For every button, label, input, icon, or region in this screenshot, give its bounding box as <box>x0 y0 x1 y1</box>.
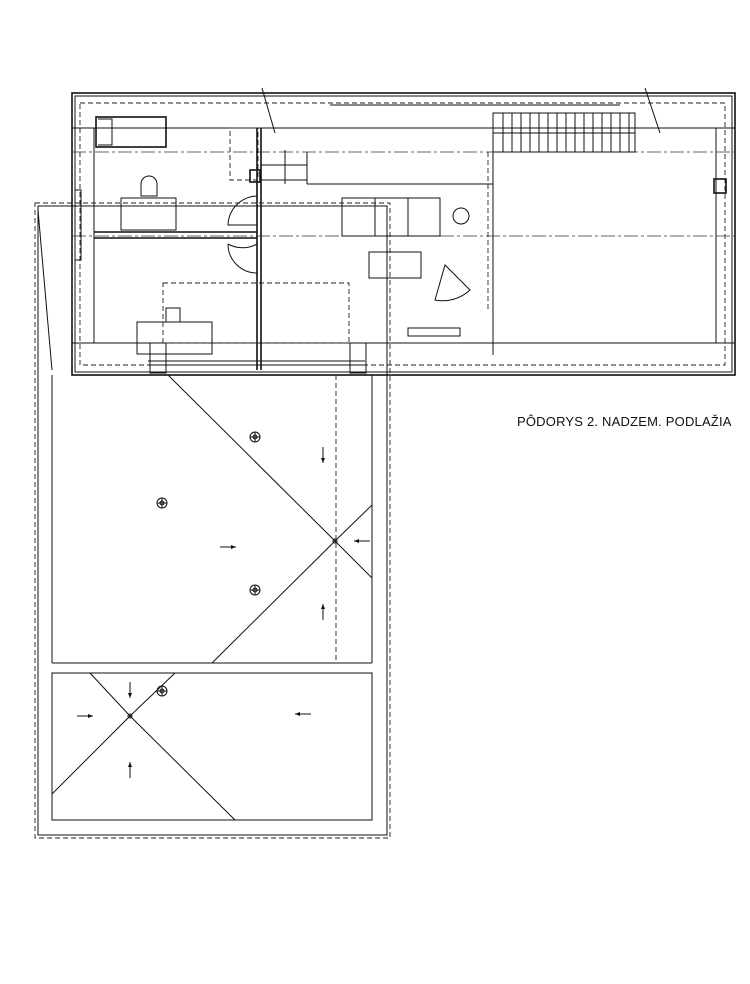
drawing-title: PÔDORYS 2. NADZEM. PODLAŽIA <box>517 414 732 429</box>
slope-arrow-icon <box>77 714 93 718</box>
drain-icon <box>156 685 168 697</box>
staircase <box>492 112 636 153</box>
interior-walls <box>74 128 727 374</box>
bench <box>407 327 461 337</box>
furniture <box>95 116 471 355</box>
roof-terrace <box>34 202 391 839</box>
slope-arrow-icon <box>128 762 132 778</box>
desk <box>120 197 177 231</box>
slope-arrow-icon <box>321 604 325 620</box>
drain-icon <box>249 431 261 443</box>
doors <box>227 195 258 274</box>
desk <box>136 321 213 355</box>
bed <box>95 116 167 148</box>
armchair <box>434 264 471 302</box>
coffee-table <box>368 251 422 279</box>
slope-arrow-icon <box>128 682 132 698</box>
slope-arrow-icon <box>321 447 325 463</box>
drain-icon <box>249 584 261 596</box>
round-table <box>452 207 470 225</box>
sofa <box>341 197 441 237</box>
slope-arrows <box>77 447 370 778</box>
chair <box>140 175 158 197</box>
slope-arrow-icon <box>354 539 370 543</box>
roof-drains <box>156 431 261 697</box>
drain-icon <box>156 497 168 509</box>
slope-arrow-icon <box>220 545 236 549</box>
small-stair <box>261 150 307 184</box>
chair <box>165 307 181 323</box>
slope-arrow-icon <box>295 712 311 716</box>
